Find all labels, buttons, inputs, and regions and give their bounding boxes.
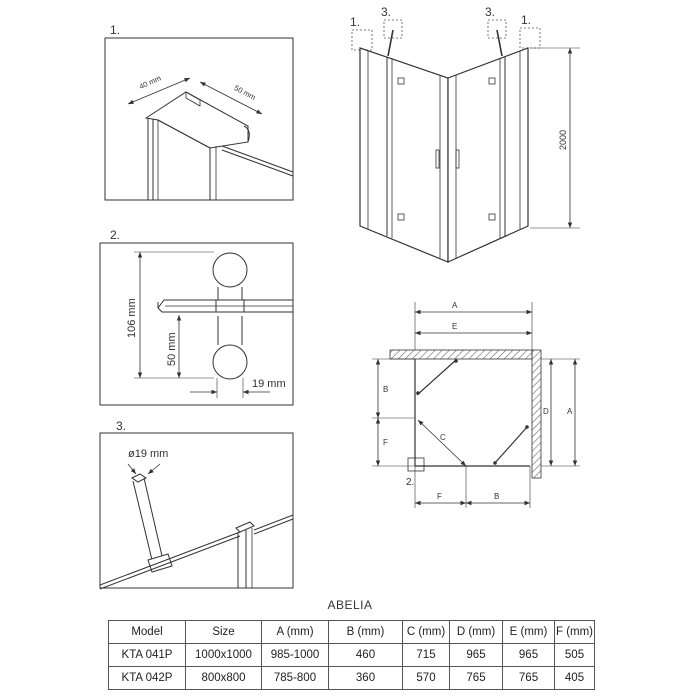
dim-50mm: 50 mm (233, 83, 257, 102)
detail-3-panel: 3. ø19 mm (99, 419, 294, 590)
table-cell: KTA 042P (108, 666, 186, 690)
iso-callout-1-left: 1. (350, 15, 360, 29)
detail-1-panel: 1. 40 mm 50 mm (104, 23, 294, 201)
table-title: ABELIA (327, 598, 373, 612)
plan-callout-2: 2. (406, 477, 414, 488)
table-cell: 360 (328, 666, 403, 690)
header-size: Size (185, 620, 262, 644)
table-cell: 460 (328, 643, 403, 667)
height-2000: 2000 (558, 130, 568, 150)
table-cell: 985-1000 (261, 643, 329, 667)
table-row: KTA 042P 800x800 785-800 360 570 765 765… (108, 666, 595, 690)
table-cell: KTA 041P (108, 643, 186, 667)
plan-dim-A-top: A (452, 301, 458, 310)
table-cell: 765 (449, 666, 503, 690)
iso-callout-1-right: 1. (521, 13, 531, 27)
detail-2-panel: 2. 106 mm 50 mm 19 mm (99, 228, 294, 406)
detail-3-label: 3. (116, 419, 126, 433)
table-cell: 570 (402, 666, 450, 690)
dim-diameter-19mm: ø19 mm (128, 448, 168, 460)
plan-dim-B-bottom: B (494, 492, 499, 501)
dim-50mm-vertical: 50 mm (166, 332, 178, 366)
plan-dim-B-left: B (383, 385, 388, 394)
header-d: D (mm) (449, 620, 503, 644)
header-b: B (mm) (328, 620, 403, 644)
table-cell: 505 (554, 643, 595, 667)
iso-callout-3-left: 3. (381, 5, 391, 19)
plan-view: A E B F C 2. D A (372, 301, 580, 508)
dim-40mm: 40 mm (138, 73, 163, 91)
table-cell: 715 (402, 643, 450, 667)
iso-callout-3-right: 3. (485, 5, 495, 19)
table-cell: 765 (502, 666, 555, 690)
dim-19mm: 19 mm (252, 378, 286, 390)
isometric-cabin-view: 1. 3. 3. 1. 2000 (350, 5, 580, 263)
detail-2-label: 2. (110, 228, 120, 242)
header-model: Model (108, 620, 186, 644)
table-cell: 800x800 (185, 666, 262, 690)
table-row: KTA 041P 1000x1000 985-1000 460 715 965 … (108, 643, 595, 667)
table-cell: 965 (502, 643, 555, 667)
header-c: C (mm) (402, 620, 450, 644)
plan-dim-C-diagonal: C (440, 433, 446, 442)
plan-dim-E-top: E (452, 322, 457, 331)
spec-table: Model Size A (mm) B (mm) C (mm) D (mm) E… (108, 620, 595, 690)
table-cell: 965 (449, 643, 503, 667)
plan-dim-D-right: D (543, 407, 549, 416)
plan-dim-F-left: F (383, 438, 388, 447)
header-f: F (mm) (554, 620, 595, 644)
header-a: A (mm) (261, 620, 329, 644)
plan-dim-A-right: A (567, 407, 573, 416)
table-header-row: Model Size A (mm) B (mm) C (mm) D (mm) E… (108, 620, 595, 644)
table-cell: 785-800 (261, 666, 329, 690)
table-cell: 405 (554, 666, 595, 690)
detail-1-label: 1. (110, 23, 120, 37)
table-cell: 1000x1000 (185, 643, 262, 667)
technical-drawing: 1. 40 mm 50 mm 2. (99, 5, 580, 590)
dim-106mm: 106 mm (126, 298, 138, 338)
header-e: E (mm) (502, 620, 555, 644)
plan-dim-F-bottom: F (437, 492, 442, 501)
